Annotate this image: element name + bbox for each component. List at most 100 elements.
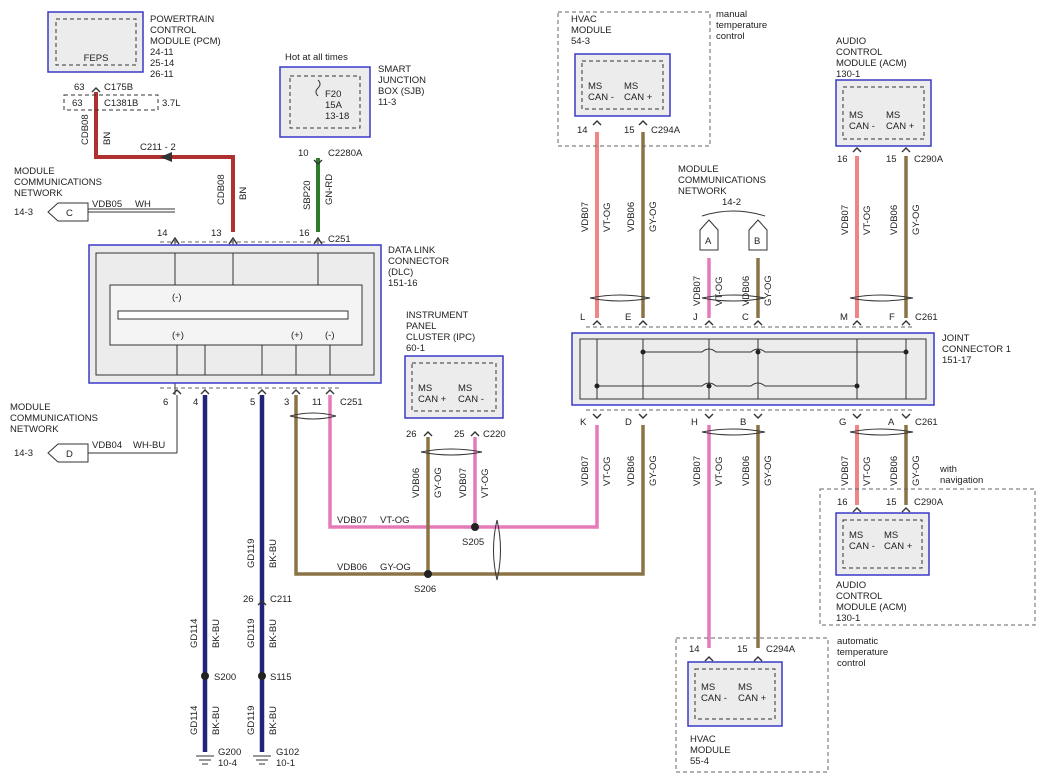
svg-text:C261: C261 xyxy=(915,312,938,323)
svg-text:INSTRUMENT PANEL C: INSTRUMENT PANEL CLUSTER (IPC) 60-1 xyxy=(406,310,478,354)
svg-text:GD119: GD119 xyxy=(246,619,257,648)
svg-text:VDB07: VDB07 xyxy=(458,468,469,498)
svg-text:14: 14 xyxy=(157,228,168,239)
svg-text:S115: S115 xyxy=(270,672,291,683)
svg-text:AUDIO CONTROL MODU: AUDIO CONTROL MODULE (ACM) 130-1 xyxy=(836,580,909,624)
svg-text:BK-BU: BK-BU xyxy=(211,706,222,735)
mcn-mid: MODULE COMMUNICATIONS NETWORK 14-2 A B xyxy=(678,164,769,251)
svg-text:VDB06: VDB06 xyxy=(626,202,637,232)
svg-text:GY-OG: GY-OG xyxy=(380,562,411,573)
svg-text:GD114: GD114 xyxy=(189,706,200,735)
svg-text:11: 11 xyxy=(312,397,322,408)
svg-text:15: 15 xyxy=(886,497,897,508)
svg-text:MODULE COMMUNICATIONS: MODULE COMMUNICATIONS NETWORK xyxy=(10,402,101,435)
ground-g102-icon xyxy=(253,755,271,765)
mcn-left-top: MODULE COMMUNICATIONS NETWORK 14-3 C VDB… xyxy=(14,166,151,222)
svg-text:16: 16 xyxy=(837,154,848,165)
svg-text:BN: BN xyxy=(238,187,249,200)
svg-text:GY-OG: GY-OG xyxy=(763,275,774,306)
svg-text:63: 63 xyxy=(74,82,85,93)
svg-text:15: 15 xyxy=(624,125,635,136)
svg-text:14: 14 xyxy=(577,125,588,136)
wire-dlc-vdb07 xyxy=(328,395,599,529)
svg-text:CDB08: CDB08 xyxy=(216,174,227,205)
svg-text:VT-OG: VT-OG xyxy=(380,515,410,526)
svg-text:13: 13 xyxy=(211,228,222,239)
svg-text:D: D xyxy=(66,449,73,460)
svg-text:VDB07: VDB07 xyxy=(692,456,703,486)
svg-text:AUDIO CONTROL MODU: AUDIO CONTROL MODULE (ACM) 130-1 xyxy=(836,36,909,80)
svg-text:VT-OG: VT-OG xyxy=(480,468,491,498)
svg-text:VDB06: VDB06 xyxy=(741,276,752,306)
svg-text:C294A: C294A xyxy=(651,125,681,136)
mcn-left-bot: MODULE COMMUNICATIONS NETWORK 14-3 D VDB… xyxy=(10,402,165,463)
svg-text:B: B xyxy=(754,236,760,247)
svg-text:G: G xyxy=(839,417,846,428)
svg-text:10: 10 xyxy=(298,148,309,159)
svg-text:BK-BU: BK-BU xyxy=(211,619,222,648)
connector-c-icon xyxy=(47,202,89,222)
svg-text:automatic temperature: automatic temperature control xyxy=(837,636,891,669)
sjb-module: Hot at all times F20 15A 13-18 SMART JUN… xyxy=(279,52,426,159)
svg-text:MODULE COMMUNICATIONS: MODULE COMMUNICATIONS NETWORK xyxy=(678,164,769,197)
svg-text:15: 15 xyxy=(886,154,897,165)
connector-d-icon xyxy=(47,443,89,463)
splice-s115 xyxy=(258,672,266,680)
svg-text:4: 4 xyxy=(193,397,198,408)
svg-text:(-): (-) xyxy=(172,292,182,303)
svg-text:GY-OG: GY-OG xyxy=(648,201,659,232)
svg-text:C290A: C290A xyxy=(914,497,944,508)
svg-text:VDB07: VDB07 xyxy=(337,515,367,526)
wire-cdb08 xyxy=(94,92,235,232)
svg-text:VT-OG: VT-OG xyxy=(602,202,613,232)
svg-text:15: 15 xyxy=(737,644,748,655)
svg-text:VT-OG: VT-OG xyxy=(714,276,725,306)
svg-text:CDB08: CDB08 xyxy=(80,114,91,145)
dlc-module: 14 13 16 C251 (-) (+) (+) (-) DATA LINK … xyxy=(88,228,449,408)
svg-text:JOINT CONNECTOR 1: JOINT CONNECTOR 1 151-17 xyxy=(942,333,1014,366)
svg-text:BN: BN xyxy=(102,132,113,145)
svg-text:5: 5 xyxy=(250,397,255,408)
svg-text:Hot at all times: Hot at all times xyxy=(285,52,348,63)
hvac-bot-module: automatic temperature control 14 15 C294… xyxy=(675,636,891,773)
svg-text:BK-BU: BK-BU xyxy=(268,619,279,648)
svg-text:3: 3 xyxy=(284,397,289,408)
svg-text:WH: WH xyxy=(135,199,151,210)
svg-text:VDB06: VDB06 xyxy=(337,562,367,573)
svg-text:S206: S206 xyxy=(414,584,436,595)
connector-arrows xyxy=(91,87,911,662)
wire-dlc-vdb06 xyxy=(294,395,645,576)
svg-text:C211: C211 xyxy=(270,594,292,605)
svg-text:manual temperature: manual temperature control xyxy=(716,9,770,42)
svg-text:J: J xyxy=(693,312,698,323)
svg-text:S200: S200 xyxy=(214,672,236,683)
svg-text:A: A xyxy=(705,236,712,247)
svg-text:VT-OG: VT-OG xyxy=(862,205,873,235)
svg-text:14-3: 14-3 xyxy=(14,207,33,218)
svg-text:HVAC MODULE 54-3: HVAC MODULE 54-3 xyxy=(571,14,614,47)
svg-text:VDB07: VDB07 xyxy=(840,456,851,486)
svg-text:K: K xyxy=(580,417,587,428)
svg-text:C294A: C294A xyxy=(766,644,796,655)
svg-text:VDB07: VDB07 xyxy=(580,202,591,232)
svg-text:6: 6 xyxy=(163,397,168,408)
svg-text:VDB07: VDB07 xyxy=(840,205,851,235)
svg-text:VDB06: VDB06 xyxy=(411,468,422,498)
svg-text:C220: C220 xyxy=(483,429,506,440)
svg-text:VT-OG: VT-OG xyxy=(862,456,873,486)
svg-text:GN-RD: GN-RD xyxy=(324,174,335,205)
joint-connector: L E J C M F C261 JOINT CONNECTOR 1 151-1… xyxy=(571,312,1014,428)
svg-text:GD119: GD119 xyxy=(246,706,257,735)
svg-text:GD119: GD119 xyxy=(246,539,257,568)
svg-text:F20 15A 13-18: F20 15A 13-18 xyxy=(325,89,349,122)
svg-text:VDB06: VDB06 xyxy=(889,456,900,486)
svg-text:GY-OG: GY-OG xyxy=(433,467,444,498)
